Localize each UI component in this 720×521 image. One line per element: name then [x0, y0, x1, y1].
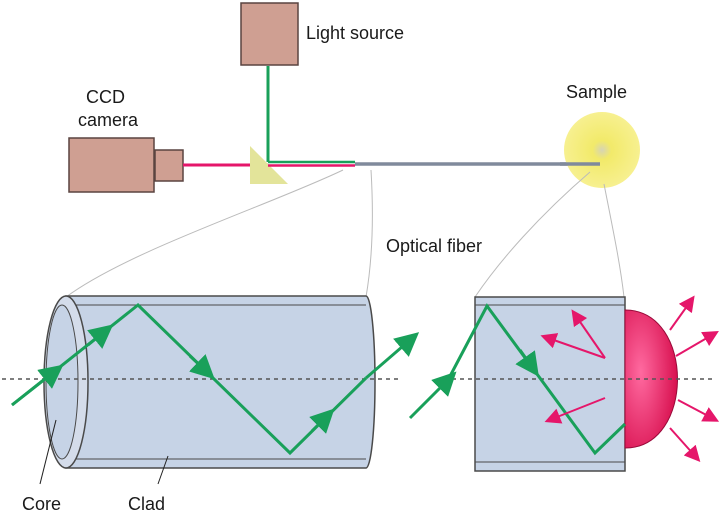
ccd-label-line1: CCD [86, 87, 125, 107]
fiber-entry-section [43, 295, 376, 469]
zoom-line [603, 183, 625, 298]
fluorescence-arrow [571, 309, 606, 359]
core-label: Core [22, 494, 61, 514]
fiber-end-face-inner [45, 304, 79, 460]
fluorescence-arrow [544, 397, 606, 424]
light-source-label: Light source [306, 23, 404, 43]
ccd-camera-lens [154, 149, 184, 182]
sample-glow [564, 112, 640, 188]
exit-ray [365, 332, 420, 380]
entry-ray [408, 371, 457, 420]
emission-arrow [669, 295, 695, 331]
fiber-tip-section [474, 296, 626, 472]
light-ray-right [446, 303, 627, 456]
emission-arrow [675, 330, 719, 357]
emission-arrow [677, 399, 720, 422]
zoom-line [474, 171, 591, 298]
light-source-box [240, 2, 299, 66]
sample-label: Sample [566, 82, 627, 102]
core-pointer [39, 419, 57, 485]
zoom-line [365, 169, 373, 298]
fluorescence-arrow [540, 333, 606, 359]
zoom-line [65, 169, 344, 298]
clad-pointer [157, 455, 169, 485]
optical-fiber-label: Optical fiber [386, 236, 482, 256]
clad-label: Clad [128, 494, 165, 514]
ccd-camera-body [68, 137, 155, 193]
ccd-label-line2: camera [78, 110, 139, 130]
sample-dome [624, 309, 678, 449]
emission-arrow [669, 427, 701, 462]
